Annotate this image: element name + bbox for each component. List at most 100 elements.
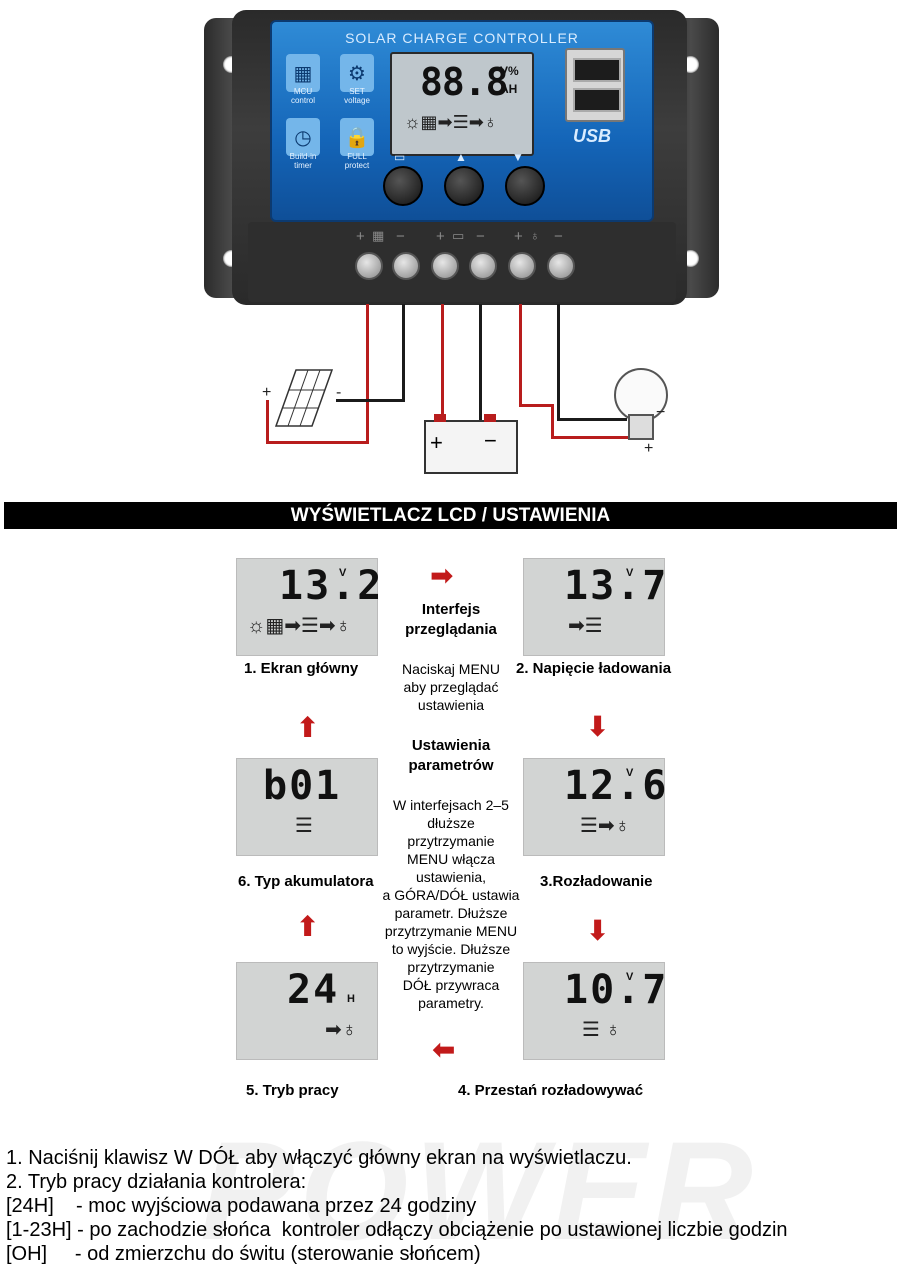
load-positive-wire (519, 304, 522, 406)
up-icon: ▲ (455, 150, 467, 164)
screen-caption: 6. Typ akumulatora (238, 873, 374, 890)
arrow-right-icon: ➡ (430, 560, 454, 591)
lcd-screen-stop: 10.7 V ☰ ♁ (523, 962, 669, 1060)
screen-caption: 1. Ekran główny (244, 660, 359, 677)
note-line: 1. Naciśnij klawisz W DÓŁ aby włączyć gł… (6, 1147, 632, 1169)
lcd-screen-main: 13.2 V ☼▦➡☰➡♁ (236, 558, 381, 656)
lcd-screen-mode: 24 H ➡♁ (236, 962, 378, 1060)
down-button[interactable] (505, 166, 545, 206)
battery-terminal-negative (484, 414, 496, 422)
load-positive-wire (551, 404, 554, 438)
controller-title: SOLAR CHARGE CONTROLLER (345, 30, 579, 46)
chip-icon: ▦ (286, 54, 320, 92)
menu-button[interactable] (383, 166, 423, 206)
bulb-plus-sign: + (644, 440, 654, 457)
arrow-up-icon: ⬆ (296, 911, 320, 942)
panel-minus-sign: - (336, 384, 342, 401)
usb-slot (573, 58, 621, 82)
lcd-unit: V (626, 971, 634, 983)
down-icon: ▼ (512, 150, 524, 164)
bulb-minus-sign: − (656, 404, 666, 421)
lcd-value: 24 (287, 967, 340, 1013)
screen-caption: 5. Tryb pracy (246, 1082, 339, 1099)
arrow-down-icon: ⬇ (586, 915, 610, 946)
terminal-sign: + (514, 228, 523, 245)
lcd-unit: H (347, 993, 355, 1005)
terminal-sign: + (436, 228, 445, 245)
terminal-screw (469, 252, 497, 280)
load-negative-wire (557, 304, 560, 420)
screen-caption: 4. Przestań rozładowywać (458, 1082, 644, 1099)
solar-negative-wire (402, 304, 405, 402)
solar-panel-icon (274, 369, 334, 427)
lcd-digits: 88.8 (420, 60, 509, 104)
battery-negative-wire (479, 304, 482, 422)
lcd-unit-top: V% (500, 64, 519, 78)
lcd-screen-battery: b01 ☰ (236, 758, 378, 856)
screen-caption: 3.Rozładowanie (540, 873, 653, 890)
menu-icon: ▭ (394, 150, 406, 164)
arrow-left-icon: ⬅ (432, 1034, 456, 1065)
lcd-unit: V (339, 567, 347, 579)
solar-positive-wire (266, 400, 269, 444)
solar-terminal-icon: ▦ (372, 228, 385, 243)
lcd-value: 13.2 (279, 563, 384, 609)
lcd-value: 12.6 (564, 763, 669, 809)
arrow-down-icon: ⬇ (586, 711, 610, 742)
lcd-stop-icons: ☰ ♁ (582, 1019, 621, 1041)
lcd-battery-icon: ☰ (295, 815, 313, 837)
terminal-block (248, 222, 676, 302)
battery-terminal-icon: ▭ (452, 228, 465, 243)
usb-ports (565, 48, 625, 122)
lcd-value: 13.7 (564, 563, 669, 609)
terminal-sign: − (476, 228, 485, 245)
clock-icon: ◷ (286, 118, 320, 156)
terminal-sign: − (554, 228, 563, 245)
terminal-screw (355, 252, 383, 280)
lcd-value: 10.7 (564, 967, 669, 1013)
up-button[interactable] (444, 166, 484, 206)
terminal-sign: − (396, 228, 405, 245)
lcd-value: b01 (263, 763, 342, 809)
lcd-unit: V (626, 567, 634, 579)
screen-caption: 2. Napięcie ładowania (516, 660, 672, 677)
usb-label: USB (573, 126, 612, 146)
arrow-up-icon: ⬆ (296, 712, 320, 743)
lcd-unit: V (626, 767, 634, 779)
solar-negative-wire (336, 399, 405, 402)
lcd-discharge-icons: ☰➡♁ (580, 815, 630, 837)
terminal-screw (508, 252, 536, 280)
lcd-unit-bottom: AH (500, 82, 518, 96)
lcd-screen-discharge: 12.6 V ☰➡♁ (523, 758, 669, 856)
battery-icon (424, 420, 518, 474)
note-line: 2. Tryb pracy działania kontrolera: (6, 1171, 307, 1193)
bulb-icon (614, 368, 668, 422)
battery-positive-wire (441, 304, 444, 422)
lcd-charge-icons: ➡☰ (568, 615, 603, 637)
battery-terminal-positive (434, 414, 446, 422)
battery-minus-sign: − (484, 428, 497, 453)
note-line: [1-23H] - po zachodzie słońca kontroler … (6, 1219, 788, 1241)
lcd-screen-charge: 13.7 V ➡☰ (523, 558, 669, 656)
load-positive-wire (519, 404, 553, 407)
terminal-screw (392, 252, 420, 280)
terminal-screw (547, 252, 575, 280)
section-heading: WYŚWIETLACZ LCD / USTAWIENIA (4, 502, 897, 529)
controller-lcd: 88.8 V% AH ☼▦➡☰➡♁ (390, 52, 534, 156)
terminal-screw (431, 252, 459, 280)
load-positive-wire (551, 436, 639, 439)
solar-positive-wire (366, 304, 369, 444)
lock-icon: 🔒 (340, 118, 374, 156)
gear-icon: ⚙ (340, 54, 374, 92)
watermark-logo: POWER (200, 1112, 759, 1269)
load-negative-wire (557, 418, 627, 421)
